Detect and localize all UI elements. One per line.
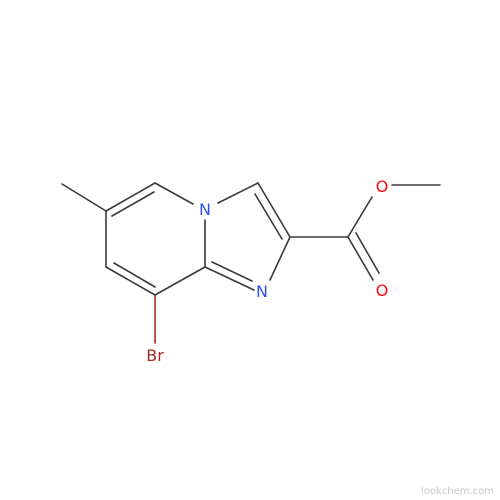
- bond-c7-c8: [105, 266, 156, 296]
- bond-c3-c2-double: [254, 193, 283, 240]
- atom-o-carbonyl: O: [376, 281, 389, 300]
- bond-c2-n1: [269, 236, 291, 281]
- bond-c7-c8-double: [113, 262, 156, 288]
- bond-c5-n4: [154, 182, 194, 205]
- bond-c3-c2: [257, 182, 291, 238]
- bond-cc-o-carbonyl-double: [355, 232, 380, 274]
- bond-n4-c3: [217, 182, 259, 204]
- atom-o-ester: O: [376, 177, 389, 196]
- atom-n-imidazole: N: [256, 282, 268, 301]
- watermark: lookchem.com: [421, 486, 494, 497]
- bond-cc-o-ester: [347, 196, 373, 238]
- atom-br: Br: [146, 346, 164, 365]
- bond-cc-o-carbonyl: [347, 236, 374, 281]
- bond-c5-c6-double: [111, 191, 155, 217]
- bond-c5-c6: [105, 182, 156, 212]
- bond-c6-methyl: [61, 183, 107, 212]
- bond-n1-c8a: [204, 266, 255, 291]
- bond-n1-c8a-double: [211, 261, 253, 282]
- bond-c8-c8a: [154, 266, 206, 296]
- atom-n-bridge: N: [199, 200, 211, 219]
